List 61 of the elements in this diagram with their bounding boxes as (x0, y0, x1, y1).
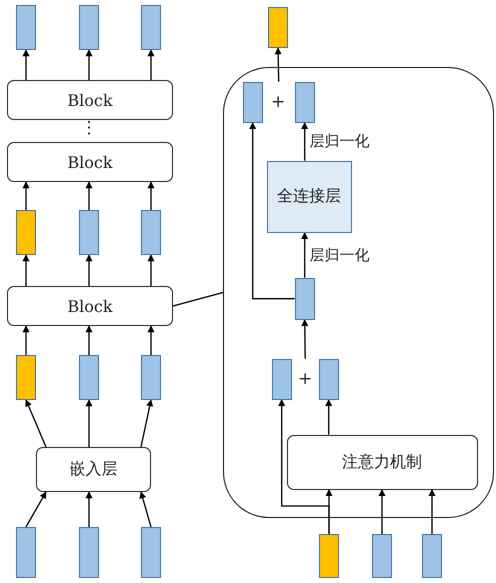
vector-bar (272, 358, 292, 400)
ellipsis-dots: ⋮ (80, 120, 98, 136)
edge-label: 层归一化 (308, 134, 371, 150)
vector-bar (141, 355, 161, 400)
arrow (301, 319, 308, 359)
vector-bar (16, 355, 36, 400)
arrow (86, 491, 92, 527)
vector-bar (141, 5, 161, 50)
arrow (274, 47, 282, 82)
layer-box: 嵌入层 (36, 447, 151, 492)
vector-bar (422, 534, 442, 578)
arrow (148, 181, 154, 210)
vector-bar (318, 358, 339, 400)
vector-bar (79, 527, 99, 578)
block-box: Block (7, 80, 173, 120)
edge-label: 层归一化 (308, 248, 371, 263)
arrow (22, 49, 30, 80)
plus-sign: + (298, 370, 312, 388)
arrow (86, 49, 92, 80)
vector-bar (79, 5, 99, 50)
block-detail-panel (223, 67, 494, 518)
arrow (301, 122, 308, 161)
vector-bar (79, 210, 99, 255)
arrow (22, 254, 30, 286)
arrow (378, 489, 386, 534)
vector-bar (16, 210, 36, 255)
arrow (325, 399, 332, 435)
vector-bar (242, 82, 263, 123)
arrow (148, 49, 154, 80)
arrow (86, 399, 92, 447)
layer-box: 全连接层 (266, 160, 352, 233)
vector-bar (319, 534, 339, 578)
arrow (301, 232, 308, 278)
arrow (326, 489, 332, 534)
block-box: Block (7, 142, 173, 182)
arrow (25, 399, 47, 448)
arrow (22, 325, 30, 355)
vector-bar (16, 527, 36, 578)
arrow (86, 181, 92, 210)
arrow (428, 489, 436, 534)
vector-bar (294, 82, 315, 123)
connector-line (172, 292, 224, 307)
arrow (86, 325, 92, 355)
arrow (22, 181, 30, 210)
arrow (140, 399, 154, 448)
attention-box: 注意力机制 (286, 434, 478, 490)
arrow (148, 325, 154, 355)
vector-bar (141, 527, 161, 578)
arrow (148, 254, 154, 286)
vector-bar (268, 7, 288, 48)
vector-bar (372, 534, 392, 578)
vector-bar (141, 210, 161, 255)
arrow (139, 491, 152, 528)
plus-sign: + (271, 94, 286, 110)
arrow (86, 254, 92, 286)
block-box: Block (7, 286, 173, 326)
vector-bar (79, 355, 99, 400)
vector-bar (294, 278, 315, 320)
arrow (25, 491, 47, 528)
vector-bar (16, 5, 36, 50)
arrow (249, 122, 295, 300)
